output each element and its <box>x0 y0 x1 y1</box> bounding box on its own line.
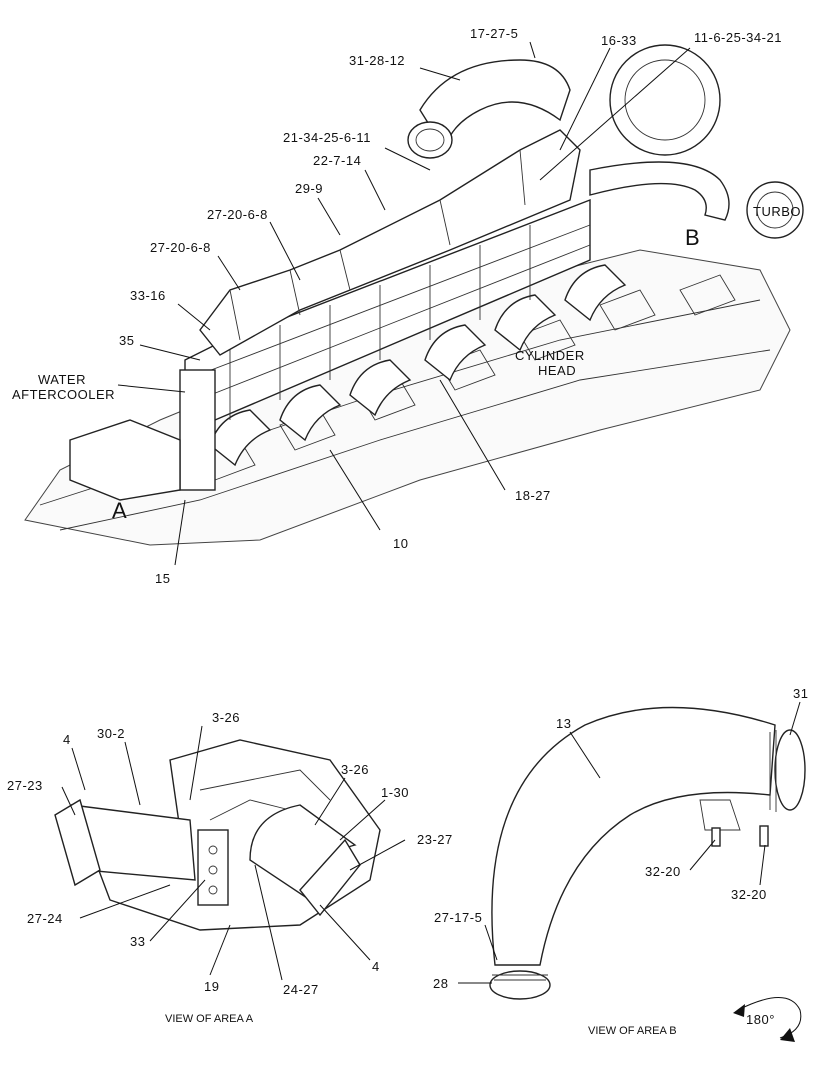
cylinder-head-label: HEAD <box>538 363 576 378</box>
label-16-33: 16-33 <box>601 33 637 48</box>
label-11-6-25-34-21: 11-6-25-34-21 <box>694 30 782 45</box>
label-28: 28 <box>433 976 448 991</box>
leader-lines-view-b <box>458 701 801 984</box>
engine-assembly <box>24 44 804 546</box>
caption-view-a: VIEW OF AREA A <box>165 1013 254 1025</box>
label-32-20-right: 32-20 <box>731 887 767 902</box>
bolt <box>759 825 769 847</box>
label-18-27: 18-27 <box>515 488 551 503</box>
label-31-28-12: 31-28-12 <box>349 53 405 68</box>
cylinder-head-label: CYLINDER <box>515 348 585 363</box>
leader-lines-top <box>117 41 691 566</box>
leader-lines-view-a <box>61 725 406 981</box>
flange-area-a <box>69 419 181 501</box>
label-1-30: 1-30 <box>381 785 409 800</box>
tube-end-right <box>774 729 806 811</box>
rotation-arrow-icon <box>733 997 802 1042</box>
bent-tube <box>491 706 776 966</box>
turbo-inlet <box>746 181 804 239</box>
turbo-label: TURBO <box>753 204 801 219</box>
label-17-27-5: 17-27-5 <box>470 26 518 41</box>
label-32-20-left: 32-20 <box>645 864 681 879</box>
mount-plate <box>197 829 229 906</box>
label-23-27: 23-27 <box>417 832 453 847</box>
intake-elbows <box>209 264 627 467</box>
aftercooler-ribs <box>229 225 531 420</box>
aftercooler-housing <box>199 129 581 356</box>
label-22-7-14: 22-7-14 <box>313 153 361 168</box>
label-27-17-5: 27-17-5 <box>434 910 482 925</box>
label-33: 33 <box>130 934 145 949</box>
label-19: 19 <box>204 979 219 994</box>
duct-flange <box>407 121 453 159</box>
label-4-top: 4 <box>63 732 71 747</box>
label-10: 10 <box>393 536 408 551</box>
turbo-pipe <box>589 161 730 221</box>
label-27-23: 27-23 <box>7 778 43 793</box>
label-35: 35 <box>119 333 134 348</box>
area-a-marker: A <box>112 498 127 523</box>
tube-end-bottom <box>489 970 551 1000</box>
label-24-27: 24-27 <box>283 982 319 997</box>
rotation-label: 180° <box>746 1012 775 1027</box>
label-27-20-6-8-lower: 27-20-6-8 <box>150 240 211 255</box>
label-33-16: 33-16 <box>130 288 166 303</box>
label-4-bottom: 4 <box>372 959 380 974</box>
bolt <box>711 827 721 847</box>
water-aftercooler-label: WATER <box>38 372 86 387</box>
label-27-24: 27-24 <box>27 911 63 926</box>
label-30-2: 30-2 <box>97 726 125 741</box>
label-13: 13 <box>556 716 571 731</box>
label-15: 15 <box>155 571 170 586</box>
air-duct <box>419 59 571 152</box>
label-31: 31 <box>793 686 808 701</box>
label-29-9: 29-9 <box>295 181 323 196</box>
label-27-20-6-8-upper: 27-20-6-8 <box>207 207 268 222</box>
caption-view-b: VIEW OF AREA B <box>588 1025 677 1037</box>
view-area-a <box>54 739 381 931</box>
water-aftercooler-plate <box>179 369 216 491</box>
left-flange <box>54 798 101 887</box>
label-21-34-25-6-11: 21-34-25-6-11 <box>283 130 371 145</box>
view-area-b <box>489 706 806 1000</box>
area-b-marker: B <box>685 225 700 250</box>
engine-ridge <box>59 349 771 531</box>
label-3-26-right: 3-26 <box>341 762 369 777</box>
label-3-26-upper: 3-26 <box>212 710 240 725</box>
turbocharger <box>609 44 721 156</box>
water-aftercooler-label: AFTERCOOLER <box>12 387 115 402</box>
